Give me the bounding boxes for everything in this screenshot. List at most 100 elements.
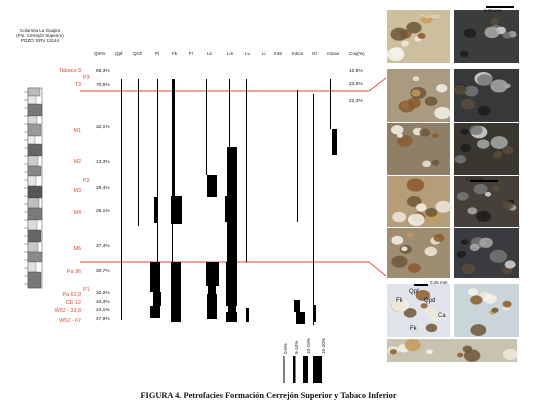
thick-bar	[225, 196, 237, 222]
grain	[425, 323, 438, 333]
grain	[502, 201, 514, 210]
grain	[433, 233, 445, 243]
thick-bar	[172, 79, 175, 197]
thin-bar	[313, 230, 314, 325]
grain	[417, 32, 426, 40]
grain	[477, 74, 493, 86]
photo-label-ca: Ca	[438, 313, 446, 319]
column-title: Columna La Guajira (Fm. Cerrejón Superio…	[14, 28, 66, 43]
thin-bar	[121, 79, 122, 320]
header-li: Li	[262, 51, 266, 56]
grain	[491, 307, 499, 313]
grain	[431, 159, 440, 166]
grain	[502, 31, 512, 39]
header-lm: Lm	[227, 51, 234, 56]
grain	[420, 303, 428, 309]
photo-label-fk2: Fk	[410, 326, 417, 332]
photo-label-qpd: Qpd	[424, 298, 436, 304]
thin-bar	[138, 79, 139, 226]
header-qm: Qm%	[94, 51, 106, 56]
photo-label-tabaco: TABACO	[421, 14, 440, 19]
header-pl: Pl	[155, 51, 160, 56]
legend-label: 15-20%	[321, 338, 326, 354]
boundary-line	[368, 261, 387, 277]
grain	[456, 250, 467, 258]
grain	[493, 151, 503, 159]
grain	[502, 145, 514, 155]
grain	[392, 211, 407, 223]
coq-value: 22,3%	[349, 99, 363, 104]
grain	[490, 136, 508, 149]
qm-value: 70,5%	[96, 83, 110, 88]
qm-value: 30,7%	[96, 269, 110, 274]
qm-value: 32,0%	[96, 291, 110, 296]
grain	[467, 288, 479, 296]
header-qch: QCh	[133, 51, 143, 56]
grain	[398, 100, 415, 113]
grain	[432, 133, 439, 139]
grain	[386, 47, 405, 62]
grain	[428, 315, 438, 323]
stratigraphic-column	[24, 87, 43, 289]
grain	[460, 98, 476, 110]
grain	[463, 28, 477, 38]
zone-label: P2	[83, 178, 90, 184]
grain	[504, 260, 516, 269]
scale-bar	[414, 284, 428, 286]
grain	[489, 249, 508, 263]
sample-name: Pa 62,9	[62, 292, 81, 298]
grain	[504, 83, 511, 89]
grain	[404, 338, 421, 352]
thick-bar	[150, 306, 160, 318]
thin-bar	[313, 94, 314, 230]
grain	[397, 135, 413, 147]
grain	[407, 263, 421, 273]
coq-value: 23,5%	[349, 82, 363, 87]
thick-bar	[206, 262, 219, 286]
grain	[406, 195, 422, 207]
thick-bar	[332, 129, 337, 155]
header-fl: Fl	[189, 51, 193, 56]
legend-bar-10-15	[303, 356, 308, 383]
grain	[403, 308, 417, 318]
photo-label-qpf: Qpf	[409, 289, 419, 295]
sample-name: W52 - 33,8	[54, 308, 81, 314]
grain	[406, 232, 414, 238]
grain	[464, 85, 479, 97]
grain	[434, 106, 451, 120]
thin-bar	[330, 79, 331, 129]
grain	[411, 89, 421, 97]
grain	[391, 299, 409, 312]
grain	[457, 352, 464, 358]
legend-bar-0-5	[283, 356, 285, 383]
thick-bar	[154, 197, 158, 223]
grain	[412, 76, 420, 82]
scale-bar-label: 0.25 mm	[484, 8, 502, 13]
grain	[461, 263, 476, 275]
grain	[435, 200, 452, 213]
thin-bar	[246, 79, 247, 262]
thin-bar	[157, 79, 158, 262]
qm-value: 24,1%	[96, 308, 110, 313]
thick-bar	[208, 286, 216, 294]
qm-value: 29,4%	[96, 186, 110, 191]
column-title-line3: POZO: ERV 13144	[20, 38, 60, 43]
grain	[401, 246, 408, 252]
grain	[460, 239, 469, 245]
scale-bar	[470, 180, 498, 182]
grain	[470, 324, 487, 336]
grain	[391, 255, 408, 268]
sample-name: Tabaco 3	[59, 68, 81, 74]
grain	[469, 125, 483, 136]
grain	[459, 50, 469, 58]
grain	[424, 246, 438, 257]
qm-value: 69,3%	[96, 69, 110, 74]
column-title-line2: (Fm. Cerrejón Superior)	[16, 33, 64, 38]
grain	[396, 133, 403, 138]
grain	[415, 289, 431, 301]
header-lv: Lv	[245, 51, 250, 56]
figure-caption: FIGURA 4. Petrofacies Formación Cerrejón…	[140, 391, 397, 400]
